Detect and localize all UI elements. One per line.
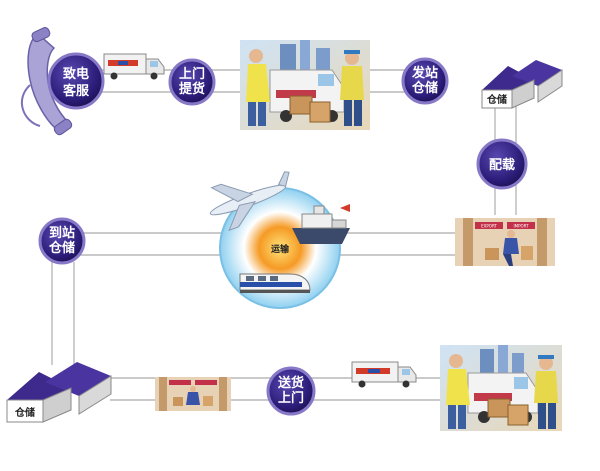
node-destination-storage[interactable]: 到站 仓储 xyxy=(38,217,86,265)
loading-workers-photo xyxy=(240,40,370,130)
truck-icon-2 xyxy=(351,361,417,388)
node-delivery-line1: 送货 xyxy=(277,375,304,391)
export-sign: EXPORT xyxy=(481,224,497,229)
node-pickup-line1: 上门 xyxy=(179,66,205,82)
export-import-photo: EXPORT IMPORT xyxy=(455,218,555,266)
export-import-photo-2 xyxy=(155,377,231,411)
node-customer-service-line2: 客服 xyxy=(63,83,90,99)
warehouse-label-2: 仓储 xyxy=(14,406,35,419)
node-delivery-line2: 上门 xyxy=(278,390,304,406)
node-pickup-line2: 提货 xyxy=(179,81,205,97)
node-loading-label: 配载 xyxy=(489,157,515,173)
node-origin-storage-line2: 仓储 xyxy=(411,80,438,96)
import-sign: IMPORT xyxy=(513,224,529,229)
transport-label: 运输 xyxy=(271,243,290,255)
node-delivery[interactable]: 送货 上门 xyxy=(266,366,316,416)
airplane-icon xyxy=(209,171,290,232)
node-destination-storage-line1: 到站 xyxy=(49,225,75,241)
node-destination-storage-line2: 仓储 xyxy=(48,240,75,256)
node-origin-storage[interactable]: 发站 仓储 xyxy=(401,57,449,105)
node-customer-service[interactable]: 致电 客服 xyxy=(47,52,105,110)
warehouse-label: 仓储 xyxy=(486,93,507,106)
node-pickup[interactable]: 上门 提货 xyxy=(168,58,216,106)
warehouse-icon: 仓储 xyxy=(6,362,112,423)
delivery-workers-photo xyxy=(440,345,562,431)
warehouse-icon: 仓储 xyxy=(481,60,563,109)
node-customer-service-line1: 致电 xyxy=(63,66,89,82)
truck-icon xyxy=(103,53,165,80)
train-icon xyxy=(239,273,311,293)
node-loading[interactable]: 配载 xyxy=(476,138,528,190)
node-origin-storage-line1: 发站 xyxy=(411,65,438,81)
ship-icon xyxy=(292,204,350,244)
